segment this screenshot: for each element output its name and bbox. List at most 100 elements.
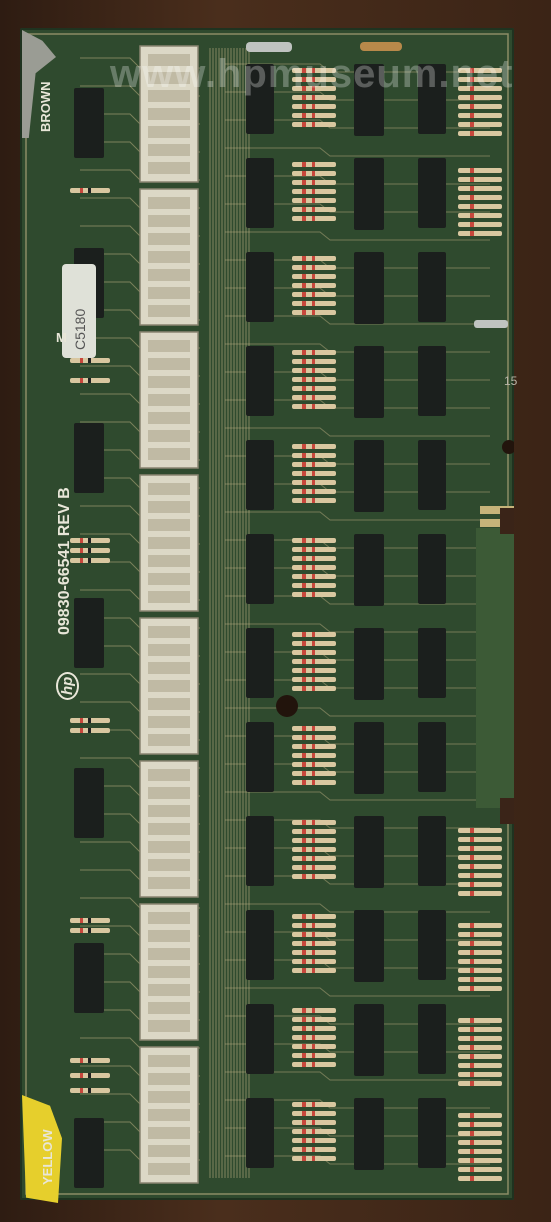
resistor-band: [88, 558, 91, 563]
resistor-band: [312, 1147, 315, 1152]
resistor-band: [312, 489, 315, 494]
resistor-band: [312, 386, 315, 391]
display-segment: [148, 483, 190, 495]
resistor-band: [312, 592, 315, 597]
resistor-band: [302, 641, 306, 646]
display-segment: [148, 626, 190, 638]
resistor-band: [312, 632, 315, 637]
capacitor: [246, 42, 292, 52]
resistor-band: [302, 171, 306, 176]
resistor-band: [88, 718, 91, 723]
ic-chip: [246, 534, 274, 604]
display-segment: [148, 698, 190, 710]
resistor-band: [312, 771, 315, 776]
resistor-band: [312, 283, 315, 288]
resistor-band: [470, 1149, 474, 1154]
ic-chip: [246, 722, 274, 792]
ic-chip: [246, 628, 274, 698]
resistor: [458, 1113, 502, 1118]
resistor-band: [302, 583, 306, 588]
resistor-band: [88, 928, 91, 933]
display-segment: [148, 197, 190, 209]
resistor-band: [302, 865, 306, 870]
resistor-band: [302, 404, 306, 409]
resistor-band: [312, 538, 315, 543]
resistor-band: [470, 873, 474, 878]
resistor-band: [302, 659, 306, 664]
display-segment: [148, 162, 190, 174]
resistor-band: [302, 753, 306, 758]
resistor-band: [302, 68, 306, 73]
resistor-band: [302, 547, 306, 552]
resistor: [458, 204, 502, 209]
resistor-band: [302, 1053, 306, 1058]
part-number-label: 09830-66541 REV B: [56, 487, 73, 635]
resistor-band: [302, 950, 306, 955]
resistor-band: [470, 932, 474, 937]
resistor: [458, 941, 502, 946]
resistor-band: [312, 404, 315, 409]
resistor: [458, 1176, 502, 1181]
resistor-band: [302, 592, 306, 597]
resistor-band: [312, 547, 315, 552]
circuit-board: C5180: [20, 28, 514, 1200]
resistor-band: [312, 471, 315, 476]
ic-chip: [354, 158, 384, 230]
resistor-band: [88, 358, 91, 363]
resistor-band: [312, 941, 315, 946]
resistor-band: [302, 162, 306, 167]
resistor-band: [470, 222, 474, 227]
resistor-band: [312, 668, 315, 673]
resistor-band: [312, 1111, 315, 1116]
resistor-band: [80, 378, 83, 383]
resistor-band: [302, 77, 306, 82]
hp-logo: hp: [56, 671, 79, 700]
trace: [225, 791, 490, 801]
resistor-band: [302, 1026, 306, 1031]
trace: [225, 511, 490, 521]
resistor-band: [470, 113, 474, 118]
resistor-band: [312, 301, 315, 306]
resistor-band: [470, 1063, 474, 1068]
resistor-band: [302, 480, 306, 485]
resistor-band: [302, 471, 306, 476]
resistor-band: [312, 932, 315, 937]
resistor-band: [302, 395, 306, 400]
resistor-band: [312, 726, 315, 731]
resistor-band: [302, 350, 306, 355]
display-segment: [148, 126, 190, 138]
resistor-band: [312, 498, 315, 503]
ic-chip: [354, 534, 384, 606]
resistor-band: [302, 1129, 306, 1134]
ic-chip: [354, 722, 384, 794]
display-segment: [148, 966, 190, 978]
trace: [225, 427, 490, 437]
resistor-band: [302, 359, 306, 364]
display-segment: [148, 859, 190, 871]
connector-finger: [480, 506, 514, 514]
resistor-band: [302, 283, 306, 288]
ic-chip: [246, 440, 274, 510]
resistor: [458, 195, 502, 200]
resistor-band: [80, 1088, 83, 1093]
ic-chip: [354, 440, 384, 512]
resistor-band: [470, 941, 474, 946]
resistor-band: [312, 1035, 315, 1040]
resistor-band: [302, 498, 306, 503]
display-segment: [148, 787, 190, 799]
trace: [225, 987, 490, 997]
ic-chip: [418, 628, 446, 698]
trace: [225, 623, 490, 633]
resistor-band: [470, 1036, 474, 1041]
resistor-band: [312, 565, 315, 570]
resistor-band: [470, 891, 474, 896]
resistor-band: [312, 762, 315, 767]
display-segment: [148, 841, 190, 853]
resistor: [458, 1045, 502, 1050]
corner-hole: [502, 440, 514, 454]
display-segment: [148, 769, 190, 781]
resistor-band: [302, 1111, 306, 1116]
resistor-band: [302, 959, 306, 964]
resistor: [458, 186, 502, 191]
resistor-band: [312, 77, 315, 82]
